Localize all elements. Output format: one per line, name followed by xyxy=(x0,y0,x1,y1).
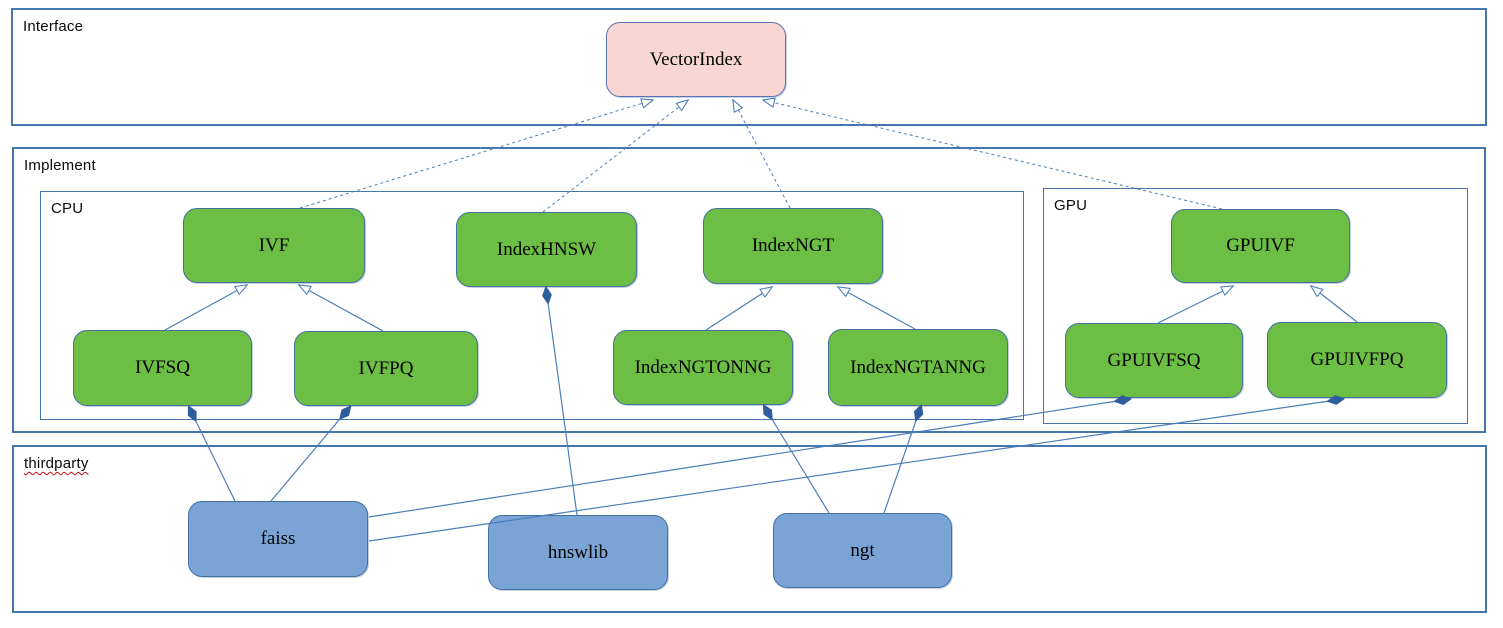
container-thirdparty-label: thirdparty xyxy=(24,455,89,472)
node-gpuivfpq: GPUIVFPQ xyxy=(1267,322,1447,398)
container-implement-label: Implement xyxy=(24,157,96,174)
node-ngt-label: ngt xyxy=(850,539,875,561)
node-indexhnsw-label: IndexHNSW xyxy=(496,238,597,260)
node-indexngtanng: IndexNGTANNG xyxy=(828,329,1008,406)
node-ivfsq: IVFSQ xyxy=(73,330,252,406)
node-ivfpq-label: IVFPQ xyxy=(358,357,414,379)
container-interface-label: Interface xyxy=(23,18,84,35)
node-gpuivfsq: GPUIVFSQ xyxy=(1065,323,1243,398)
node-ivf-label: IVF xyxy=(258,234,290,256)
node-indexngtonng-label: IndexNGTONNG xyxy=(634,356,772,378)
node-indexngtanng-label: IndexNGTANNG xyxy=(850,356,986,378)
container-gpu-label: GPU xyxy=(1054,197,1088,214)
node-vectorindex-label: VectorIndex xyxy=(649,48,743,70)
node-ivf: IVF xyxy=(183,208,365,283)
node-ivfpq: IVFPQ xyxy=(294,331,478,406)
node-hnswlib: hnswlib xyxy=(488,515,668,590)
node-indexngtonng: IndexNGTONNG xyxy=(613,330,793,405)
container-cpu-label: CPU xyxy=(51,200,84,217)
node-ngt: ngt xyxy=(773,513,952,588)
node-gpuivfpq-label: GPUIVFPQ xyxy=(1310,349,1404,370)
node-gpuivf: GPUIVF xyxy=(1171,209,1350,283)
node-hnswlib-label: hnswlib xyxy=(547,541,609,563)
node-indexngt-label: IndexNGT xyxy=(751,235,835,256)
node-gpuivfsq-label: GPUIVFSQ xyxy=(1107,349,1201,371)
node-vectorindex: VectorIndex xyxy=(606,22,786,97)
node-faiss-label: faiss xyxy=(260,528,296,549)
node-indexngt: IndexNGT xyxy=(703,208,883,284)
node-indexhnsw: IndexHNSW xyxy=(456,212,637,287)
node-faiss: faiss xyxy=(188,501,368,577)
node-gpuivf-label: GPUIVF xyxy=(1226,235,1295,256)
node-ivfsq-label: IVFSQ xyxy=(135,357,190,378)
